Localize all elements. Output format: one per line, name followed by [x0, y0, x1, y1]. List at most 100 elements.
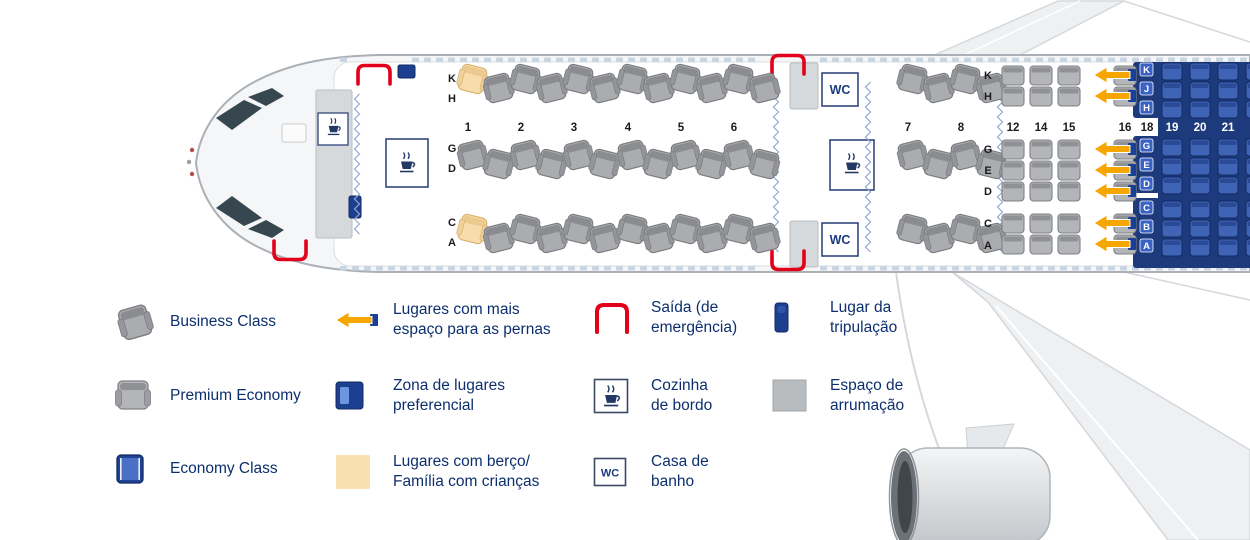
row-number: 15: [1063, 122, 1076, 134]
seat-letter: E: [1143, 160, 1149, 171]
cabin-window: [856, 266, 863, 271]
seat-letter: B: [1143, 222, 1150, 233]
galley-forward: [385, 138, 429, 188]
seat-letter: K: [984, 70, 992, 82]
cabin-window: [748, 266, 755, 271]
cabin-window: [1204, 57, 1211, 62]
cabin-window: [1180, 57, 1187, 62]
cabin-window: [604, 57, 611, 62]
row-number: 7: [905, 122, 911, 134]
cabin-window: [904, 266, 911, 271]
row-number: 18: [1141, 122, 1154, 134]
legend-label: Espaço de arrumação: [830, 377, 905, 414]
cabin-window: [460, 57, 467, 62]
legend-label: Business Class: [170, 313, 276, 331]
seat-letter: A: [448, 237, 456, 249]
economy-class-seat-icon: [116, 454, 144, 484]
legend-item-preferential: Zona de lugares preferencial: [335, 376, 505, 416]
cabin-window: [1108, 266, 1115, 271]
cabin-window: [940, 266, 947, 271]
cabin-window: [676, 57, 683, 62]
cabin-window: [400, 266, 407, 271]
premium-economy-seat-icon: [115, 380, 151, 410]
cabin-window: [1216, 57, 1223, 62]
cabin-window: [508, 57, 515, 62]
cabin-window: [664, 57, 671, 62]
cabin-window: [832, 57, 839, 62]
engine: [888, 423, 1051, 540]
cabin-window: [436, 266, 443, 271]
cabin-window: [388, 266, 395, 271]
cabin-window: [1192, 57, 1199, 62]
cabin-window: [616, 266, 623, 271]
monuments: WC WC: [315, 62, 875, 268]
nose-sensors: [186, 147, 195, 177]
cabin-windows: [340, 57, 1247, 271]
cabin-window: [1048, 266, 1055, 271]
cabin-window: [1132, 57, 1139, 62]
seat-letter: D: [448, 163, 456, 175]
cabin-window: [664, 266, 671, 271]
cabin-window: [700, 266, 707, 271]
row-numbers: 1 2 3 4 5 6 7 8 12 14 15 16 18 19 20 21: [465, 122, 1235, 134]
cabin-window: [508, 266, 515, 271]
cabin-window: [628, 57, 635, 62]
wc-icon-label: WC: [601, 467, 619, 479]
cabin-window: [1228, 57, 1235, 62]
cabin-window: [496, 266, 503, 271]
legend-label: Cozinha de bordo: [651, 377, 713, 414]
cabin-window: [640, 266, 647, 271]
cabin-window: [544, 57, 551, 62]
galley-icon: [593, 378, 629, 414]
row-number: 6: [731, 122, 737, 134]
cabin-window: [424, 57, 431, 62]
seat-letter: J: [1144, 84, 1149, 95]
seat-letter: E: [984, 165, 991, 177]
cabin-window: [1036, 57, 1043, 62]
cabin-window: [724, 57, 731, 62]
cabin-window: [616, 57, 623, 62]
emergency-exit-icon: [595, 302, 629, 334]
cabin-window: [904, 57, 911, 62]
cabin-window: [604, 266, 611, 271]
cabin-window: [556, 266, 563, 271]
cabin-window: [736, 266, 743, 271]
cabin-window: [952, 266, 959, 271]
cabin-window: [1060, 266, 1067, 271]
seat-letter: G: [1143, 141, 1150, 152]
cabin-window: [1024, 57, 1031, 62]
row-number: 16: [1119, 122, 1132, 134]
cabin-window: [868, 266, 875, 271]
legend-label: Lugar da tripulação: [830, 299, 898, 336]
legend-label: Zona de lugares preferencial: [393, 377, 506, 414]
legend-item-legroom: Lugares com mais espaço para as pernas: [335, 300, 551, 340]
legend-item-wc: WC Casa de banho: [593, 452, 709, 492]
seat-letter: C: [448, 217, 456, 229]
cabin-window: [1120, 57, 1127, 62]
cabin-window: [580, 57, 587, 62]
seat-letter: C: [1143, 203, 1150, 214]
legend-item-storage: Espaço de arrumação: [772, 376, 904, 416]
cabin-window: [1048, 57, 1055, 62]
cabin-window: [940, 57, 947, 62]
cabin-window: [1096, 57, 1103, 62]
cabin-window: [1000, 57, 1007, 62]
cabin-window: [1024, 266, 1031, 271]
legend-label: Saída (de emergência): [651, 299, 738, 336]
cabin-window: [712, 266, 719, 271]
cabin-window: [424, 266, 431, 271]
cabin-window: [916, 57, 923, 62]
row-number: 21: [1222, 122, 1235, 134]
cabin-window: [1012, 266, 1019, 271]
cabin-window: [364, 266, 371, 271]
seat-letter: A: [984, 240, 992, 252]
cabin-window: [472, 57, 479, 62]
cabin-window: [1240, 57, 1247, 62]
cabin-window: [1144, 57, 1151, 62]
preferential-zone-icon: [335, 381, 364, 410]
cabin-window: [1120, 266, 1127, 271]
cabin-window: [868, 57, 875, 62]
cabin-window: [964, 266, 971, 271]
bassinet-family-icon: [336, 454, 370, 489]
lavatory-top: WC: [821, 72, 859, 107]
